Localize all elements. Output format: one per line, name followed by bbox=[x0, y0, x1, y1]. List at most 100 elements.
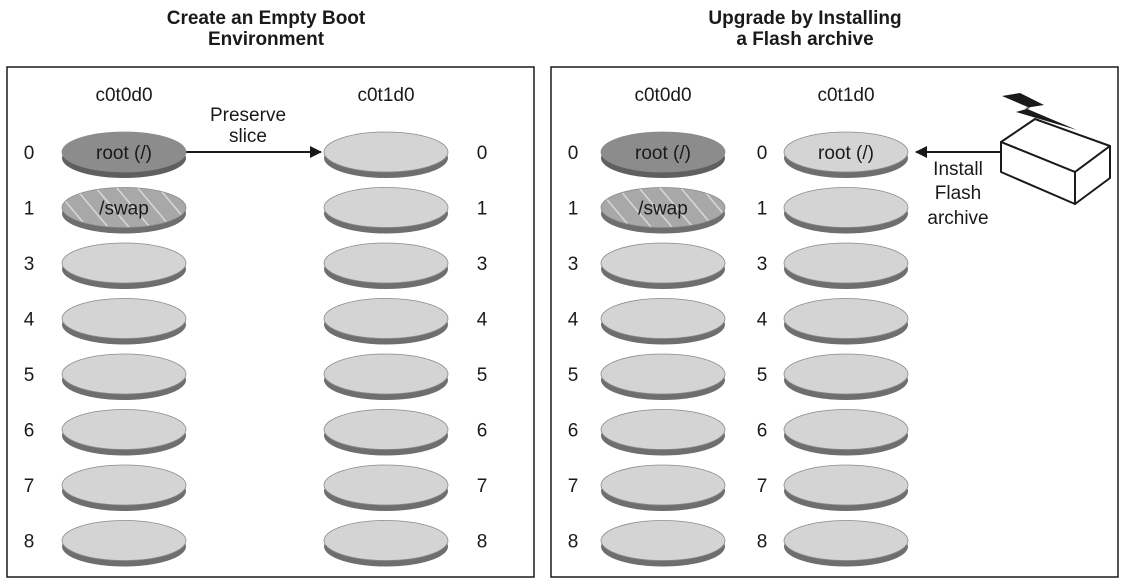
disk-slice: /swap 1 bbox=[568, 187, 726, 234]
disk-slice-top bbox=[600, 464, 726, 506]
preserve-slice-label-line2: slice bbox=[229, 126, 267, 147]
slice-number: 7 bbox=[477, 476, 488, 497]
panel-frame-right bbox=[550, 66, 1119, 578]
disk-slice-top bbox=[783, 464, 909, 506]
slice-number: 6 bbox=[757, 421, 768, 442]
disk-label: c0t1d0 bbox=[357, 85, 414, 106]
disk-slice-top bbox=[600, 353, 726, 395]
disk-label: c0t0d0 bbox=[95, 85, 152, 106]
slice-number: 7 bbox=[24, 476, 35, 497]
disk-slice-top bbox=[323, 464, 449, 506]
disk-slice-top bbox=[323, 353, 449, 395]
panel-title-line: Environment bbox=[207, 29, 325, 50]
slice-number: 8 bbox=[477, 532, 488, 553]
slice-number: 8 bbox=[24, 532, 35, 553]
disk-slice-top bbox=[783, 409, 909, 450]
disk-slice: 8 bbox=[568, 520, 726, 567]
disk-label: c0t1d0 bbox=[817, 85, 874, 106]
slice-number: 1 bbox=[757, 199, 768, 220]
disk-slice-top bbox=[783, 353, 909, 395]
disk-slice: 8 bbox=[24, 520, 187, 567]
install-flash-label-line1: Install bbox=[933, 159, 983, 180]
slice-label: /swap bbox=[638, 199, 688, 220]
disk-slice-top bbox=[61, 298, 187, 339]
disk-slice-top bbox=[323, 298, 449, 339]
disk-slice: 8 bbox=[757, 520, 909, 567]
slice-number: 6 bbox=[477, 421, 488, 442]
preserve-slice-label-line1: Preserve bbox=[210, 105, 286, 126]
disk-stack-c0t1d0: c0t1d0 root (/)0 1 3 4 5 6 7 8 bbox=[757, 85, 909, 567]
disk-slice-top bbox=[61, 187, 187, 228]
slice-number: 6 bbox=[24, 421, 35, 442]
disk-slice: 7 bbox=[24, 464, 187, 511]
panel-title-line: Upgrade by Installing bbox=[708, 8, 902, 29]
disk-slice: root (/) 0 bbox=[568, 131, 726, 178]
disk-slice: 1 bbox=[757, 187, 909, 234]
disk-label: c0t0d0 bbox=[634, 85, 691, 106]
slice-number: 0 bbox=[477, 143, 488, 164]
slice-number: 4 bbox=[24, 310, 35, 331]
slice-number: 8 bbox=[568, 532, 579, 553]
disk-slice: 5 bbox=[24, 353, 187, 400]
disk-slice-top bbox=[323, 520, 449, 561]
install-flash-label-line3: archive bbox=[927, 208, 988, 229]
slice-number: 5 bbox=[568, 365, 579, 386]
disk-slice-top bbox=[600, 520, 726, 561]
disk-slice: root (/) 0 bbox=[24, 131, 187, 178]
disk-slice: 0 bbox=[323, 131, 488, 178]
slice-number: 1 bbox=[568, 199, 579, 220]
disk-slice-top bbox=[61, 131, 187, 173]
disk-slice-top bbox=[783, 520, 909, 561]
disk-slice-top bbox=[783, 242, 909, 284]
disk-slice-top bbox=[323, 187, 449, 228]
disk-slice: 7 bbox=[757, 464, 909, 511]
disk-slice-top bbox=[600, 242, 726, 284]
slice-number: 3 bbox=[568, 254, 579, 275]
disk-slice: 6 bbox=[24, 409, 187, 456]
disk-stack-c0t0d0: c0t0d0 root (/) 0/swap 1 3 4 5 6 7 8 bbox=[568, 85, 726, 567]
panel-title-line: a Flash archive bbox=[736, 29, 874, 50]
disk-slice: 7 bbox=[568, 464, 726, 511]
disk-slice: 4 bbox=[757, 298, 909, 345]
disk-slice: 1 bbox=[323, 187, 488, 234]
slice-number: 0 bbox=[757, 143, 768, 164]
slice-number: 5 bbox=[24, 365, 35, 386]
disk-slice-top bbox=[600, 131, 726, 173]
slice-number: 0 bbox=[568, 143, 579, 164]
disk-slice-top bbox=[600, 409, 726, 450]
slice-number: 4 bbox=[477, 310, 488, 331]
disk-slice-top bbox=[61, 520, 187, 561]
slice-number: 3 bbox=[24, 254, 35, 275]
slice-number: 4 bbox=[757, 310, 768, 331]
slice-label: /swap bbox=[99, 199, 149, 220]
disk-slice-top bbox=[600, 298, 726, 339]
disk-slice: 5 bbox=[757, 353, 909, 400]
disk-slice: 3 bbox=[757, 242, 909, 289]
disk-slice-top bbox=[61, 242, 187, 284]
slice-number: 6 bbox=[568, 421, 579, 442]
disk-slice: root (/)0 bbox=[757, 131, 909, 178]
disk-slice: 6 bbox=[323, 409, 488, 456]
disk-slice-top bbox=[783, 187, 909, 228]
disk-slice-top bbox=[783, 298, 909, 339]
disk-slice-top bbox=[323, 131, 449, 173]
slice-number: 4 bbox=[568, 310, 579, 331]
slice-number: 5 bbox=[757, 365, 768, 386]
panel-title-line: Create an Empty Boot bbox=[166, 8, 366, 29]
slice-number: 3 bbox=[477, 254, 488, 275]
slice-number: 0 bbox=[24, 143, 35, 164]
slice-label: root (/) bbox=[635, 143, 691, 164]
slice-label: root (/) bbox=[96, 143, 152, 164]
disk-slice: 7 bbox=[323, 464, 488, 511]
slice-number: 7 bbox=[757, 476, 768, 497]
slice-number: 5 bbox=[477, 365, 488, 386]
slice-number: 1 bbox=[477, 199, 488, 220]
disk-slice-top bbox=[61, 353, 187, 395]
disk-slice: 5 bbox=[323, 353, 488, 400]
slice-number: 8 bbox=[757, 532, 768, 553]
slice-number: 7 bbox=[568, 476, 579, 497]
disk-slice: 8 bbox=[323, 520, 488, 567]
